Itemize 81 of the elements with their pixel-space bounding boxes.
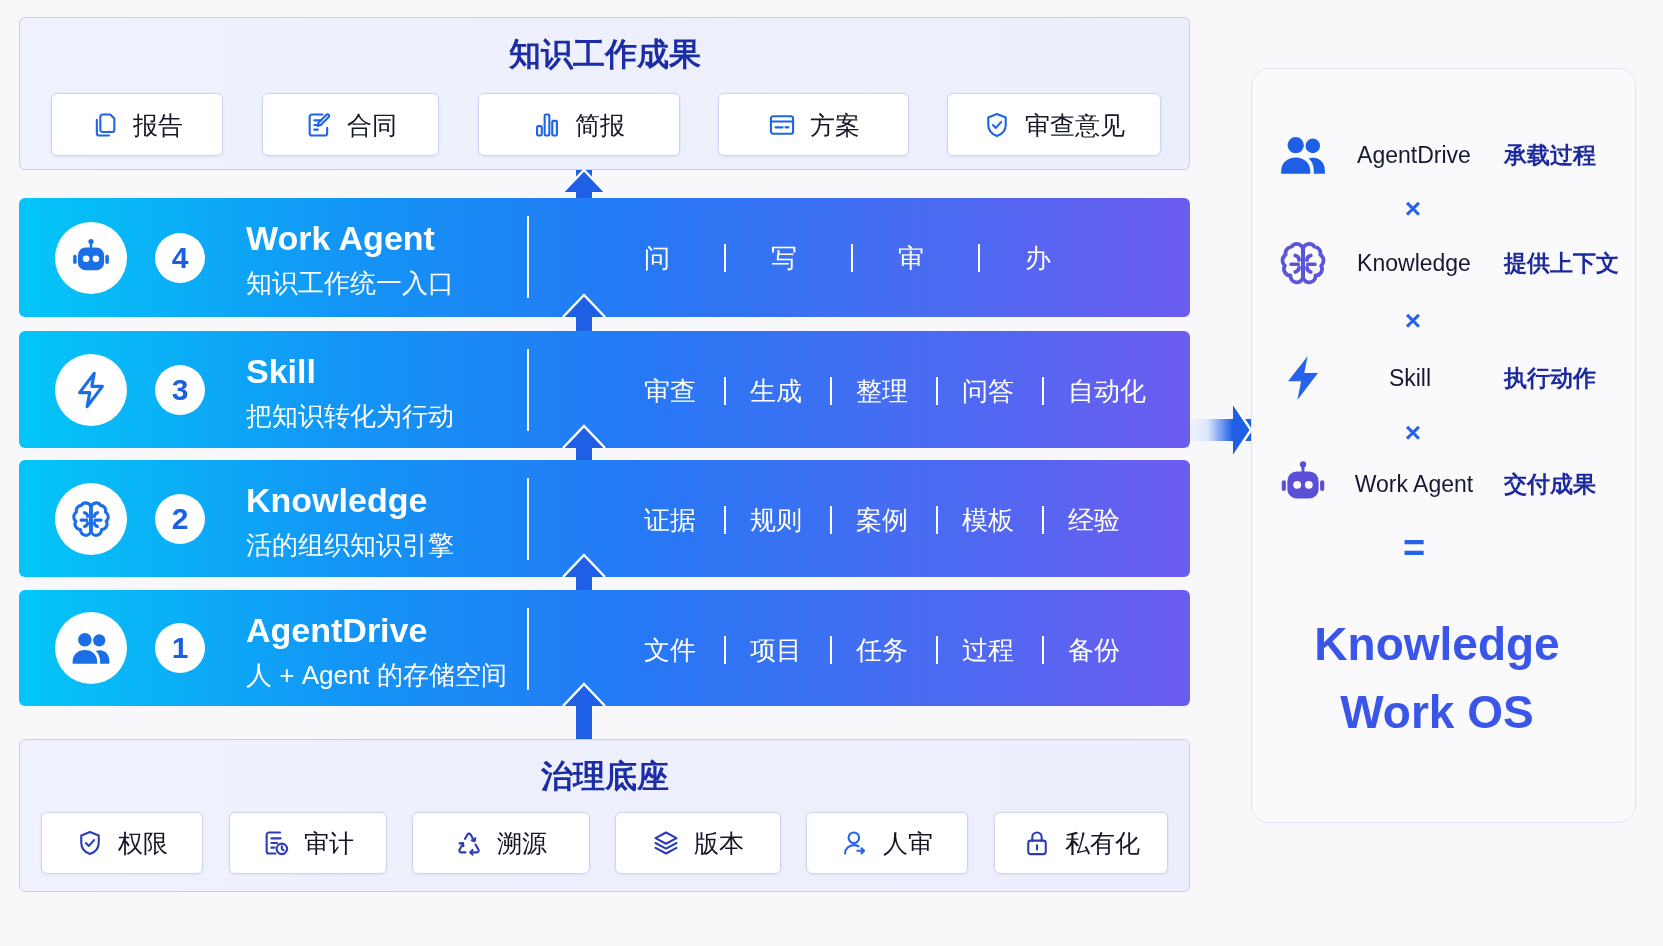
layer-title: Knowledge [246,480,428,520]
operator-symbol: = [1402,528,1426,568]
panel-title: 知识工作成果 [508,35,701,74]
capability-label: 经验 [1068,504,1120,537]
card-label: 报告 [133,109,183,140]
capability-label: 问答 [962,375,1014,408]
layer-subtitle: 知识工作统一入口 [246,267,454,300]
capability-label: 文件 [644,634,696,667]
layer-band [19,331,1190,448]
card-label: 人审 [883,828,933,858]
arrow [1190,401,1253,459]
component-role: 交付成果 [1504,470,1596,499]
card-label: 溯源 [497,828,547,858]
result-title: Knowledge Work OS [1313,617,1561,740]
card-label: 审查意见 [1025,109,1125,140]
component-role: 提供上下文 [1504,249,1619,278]
card-label: 私有化 [1064,828,1140,858]
item-card [615,812,781,874]
capability-label: 备份 [1068,634,1120,667]
capability-label: 审查 [644,375,696,408]
arrow [561,168,607,198]
capability-label: 项目 [750,634,802,667]
layer-title: AgentDrive [246,610,428,650]
step-number: 4 [155,233,205,283]
formula-panel [1251,68,1636,823]
component-name: AgentDrive [1357,141,1471,170]
card-label: 版本 [694,828,744,858]
component-name: Knowledge [1357,249,1471,278]
capability-label: 证据 [644,504,696,537]
item-card [947,93,1161,156]
component-role: 执行动作 [1504,364,1596,393]
layer-band [19,460,1190,577]
capability-label: 案例 [856,504,908,537]
arrow [561,682,607,739]
operator-symbol: × [1404,417,1422,449]
component-role: 承载过程 [1504,141,1596,170]
card-label: 权限 [118,828,168,858]
item-card [41,812,203,874]
card-label: 合同 [346,109,397,140]
arrow [561,293,607,331]
step-number: 3 [155,365,205,415]
arrow [561,553,607,590]
capability-label: 过程 [962,634,1014,667]
capability-label: 写 [771,242,797,275]
layer-band [19,590,1190,706]
capability-label: 任务 [856,634,908,667]
capability-label: 问 [644,242,670,275]
step-number: 1 [155,623,205,673]
panel-title: 治理底座 [540,757,669,796]
capability-label: 模板 [962,504,1014,537]
layer-band [19,198,1190,317]
capability-label: 规则 [750,504,802,537]
operator-symbol: × [1404,193,1422,225]
layer-subtitle: 把知识转化为行动 [246,400,454,433]
item-card [994,812,1168,874]
capability-label: 整理 [856,375,908,408]
capability-label: 审 [898,242,924,275]
card-label: 方案 [809,109,860,140]
component-name: Skill [1388,364,1432,393]
component-name: Work Agent [1354,470,1474,499]
item-card [718,93,909,156]
item-card [51,93,223,156]
item-card [806,812,968,874]
layer-subtitle: 活的组织知识引擎 [246,529,454,562]
item-card [229,812,387,874]
layer-title: Skill [246,351,316,391]
layer-title: Work Agent [246,218,435,258]
item-card [412,812,590,874]
arrow [561,424,607,460]
capability-label: 生成 [750,375,802,408]
operator-symbol: × [1404,305,1422,337]
panel [19,739,1190,892]
item-card [478,93,680,156]
panel [19,17,1190,170]
step-number: 2 [155,494,205,544]
layer-subtitle: 人 + Agent 的存储空间 [246,659,507,692]
card-label: 审计 [304,828,354,858]
card-label: 简报 [575,109,625,140]
capability-label: 办 [1025,242,1051,275]
item-card [262,93,439,156]
capability-label: 自动化 [1068,375,1146,408]
